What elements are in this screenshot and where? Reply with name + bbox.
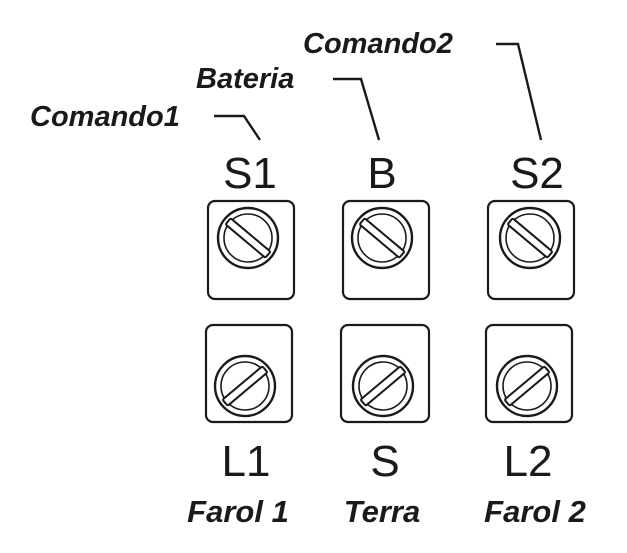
leader-bateria	[333, 77, 381, 141]
terminal-label-s: S	[370, 437, 399, 486]
terminal-label-s2: S2	[510, 149, 564, 198]
description-farol-2: Farol 2	[484, 494, 586, 529]
terminal-block-l2	[484, 323, 574, 424]
callout-bateria: Bateria	[196, 63, 294, 95]
terminal-label-l2: L2	[504, 437, 553, 486]
terminal-block-s2	[486, 199, 576, 301]
terminal-block-l1	[204, 323, 294, 424]
terminal-label-b: B	[367, 149, 396, 198]
description-farol-1: Farol 1	[187, 494, 289, 529]
terminal-block-s1	[206, 199, 296, 301]
leader-comando1	[214, 114, 261, 141]
callout-comando2: Comando2	[303, 28, 453, 60]
leader-comando2	[496, 42, 543, 141]
terminal-label-s1: S1	[223, 149, 277, 198]
description-terra: Terra	[344, 494, 420, 529]
terminal-block-b	[341, 199, 431, 301]
terminal-block-s	[339, 323, 431, 424]
callout-comando1: Comando1	[30, 101, 180, 133]
terminal-label-l1: L1	[222, 437, 271, 486]
